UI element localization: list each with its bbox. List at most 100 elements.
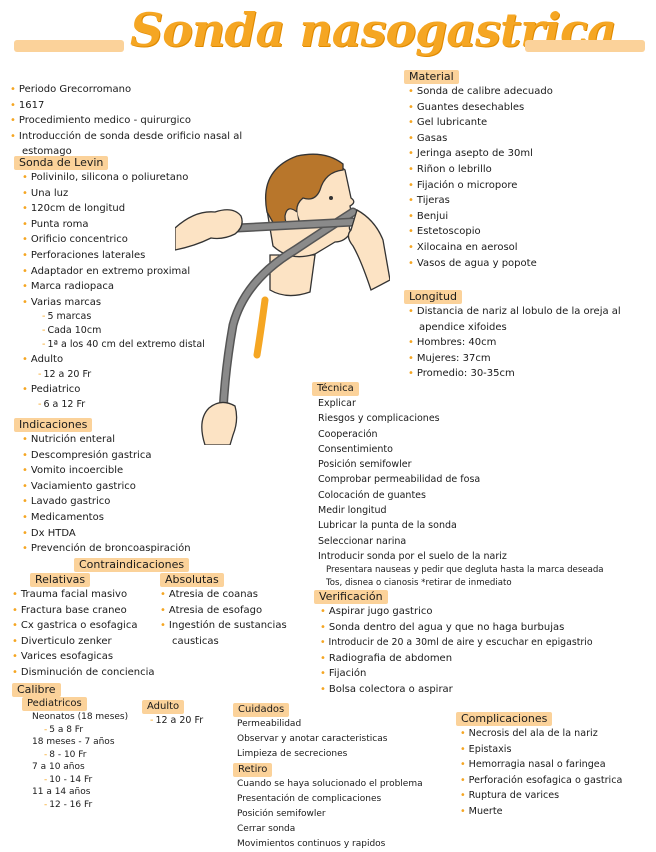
calibre-group-value: 12 - 16 Fr [32,799,128,812]
verificacion-item: Aspirar jugo gastrico [320,604,593,620]
cuidados-item: Observar y anotar caracteristicas [237,734,388,744]
relativas-heading: Relativas [30,573,91,587]
levin-adulto: Adulto [22,352,205,368]
longitud-item: Distancia de nariz al lobulo de la oreja… [408,304,651,335]
levin-section: Sonda de Levin Polivinilo, silicona o po… [14,156,205,412]
longitud-item: Mujeres: 37cm [408,351,649,367]
levin-item: Orificio concentrico [22,232,205,248]
longitud-heading: Longitud [404,290,462,304]
relativa-item: Trauma facial masivo [12,587,155,603]
tecnica-item: Consentimiento [318,443,393,455]
tecnica-item: Explicar [318,398,356,409]
cuidados-item: Limpieza de secreciones [237,749,348,759]
calibre-heading: Calibre [12,683,61,697]
indicacion-item: Prevención de broncoaspiración [22,541,191,557]
levin-adulto-value: 12 a 20 Fr [22,368,205,382]
calibre-group-value: 5 a 8 Fr [32,724,128,737]
complicacion-item: Perforación esofagica o gastrica [460,773,623,789]
tecnica-item: Colocación de guantes [318,489,426,501]
absolutas-heading: Absolutas [160,573,224,587]
indicacion-item: Medicamentos [22,510,191,526]
complicacion-item: Hemorragia nasal o faringea [460,757,622,773]
levin-item: 120cm de longitud [22,201,205,217]
material-item: Fijación o micropore [408,178,553,194]
verificacion-item: Introducir de 20 a 30ml de aire y escuch… [320,635,593,651]
calibre-section: Calibre Pediatricos Neonatos (18 meses) … [12,683,128,811]
pediatricos-heading: Pediatricos [22,697,87,711]
retiro-item: Cuando se haya solucionado el problema [237,779,423,789]
retiro-item: Presentación de complicaciones [237,794,382,804]
retiro-item: Movimientos continuos y rapidos [237,839,386,849]
tecnica-item: Riesgos y complicaciones [318,413,440,425]
contra-heading: Contraindicaciones [74,558,190,572]
verificacion-section: Verificación Aspirar jugo gastrico Sonda… [314,590,593,698]
material-item: Gel lubricante [408,115,553,131]
material-heading: Material [404,70,459,84]
title-bar-left [14,40,124,52]
absoluta-item: Atresia de esofago [160,603,310,619]
calibre-adulto-heading: Adulto [142,700,185,714]
calibre-adulto-section: Adulto 12 a 20 Fr [142,700,203,728]
esophagus-shape [253,296,269,359]
material-item: Jeringa asepto de 30ml [408,146,553,162]
verificacion-item: Sonda dentro del agua y que no haga burb… [320,620,593,636]
absolutas-section: Absolutas Atresia de coanas Atresia de e… [160,573,310,649]
intro-item: 1617 [10,98,255,114]
absoluta-item: Atresia de coanas [160,587,310,603]
levin-heading: Sonda de Levin [14,156,109,170]
complicacion-item: Ruptura de varices [460,788,622,804]
levin-item: Varias marcas [22,295,205,311]
tecnica-item: Cooperación [318,428,378,440]
tecnica-item: Medir longitud [318,505,387,517]
material-item: Tijeras [408,193,553,209]
verificacion-item: Radiografia de abdomen [320,651,593,667]
indicacion-item: Lavado gastrico [22,494,191,510]
levin-item: Una luz [22,186,205,202]
material-item: Benjui [408,209,553,225]
indicacion-item: Vomito incoercible [22,463,191,479]
marcas-item: Cada 10cm [42,324,205,338]
indicacion-item: Descompresión gastrica [22,448,191,464]
absoluta-item: Ingestión de sustancias causticas [160,618,312,649]
retiro-heading: Retiro [233,763,273,777]
longitud-item: Hombres: 40cm [408,335,649,351]
relativas-section: Relativas Trauma facial masivo Fractura … [12,573,155,681]
relativa-item: Disminución de conciencia [12,665,155,681]
intro-item: Periodo Grecorromano [10,82,255,98]
calibre-group-label: Neonatos (18 meses) [32,712,129,722]
tecnica-item: Introducir sonda por el suelo de la nari… [318,550,507,562]
measure-tube [234,219,356,231]
material-item: Estetoscopio [408,224,553,240]
complicacion-item: Necrosis del ala de la nariz [460,726,622,742]
tecnica-heading: Técnica [312,382,359,396]
indicaciones-section: Indicaciones Nutrición enteral Descompre… [14,418,191,557]
relativa-item: Fractura base craneo [12,603,155,619]
indicaciones-heading: Indicaciones [14,418,93,432]
intro-item: Procedimiento medico - quirurgico [10,113,255,129]
relativa-item: Cx gastrica o esofagica [12,618,155,634]
intro-item: Introducción de sonda desde orificio nas… [10,129,247,160]
intro-section: Periodo Grecorromano 1617 Procedimiento … [10,82,255,160]
material-item: Riñon o lebrillo [408,162,553,178]
material-item: Sonda de calibre adecuado [408,84,553,100]
indicacion-item: Vaciamiento gastrico [22,479,191,495]
material-item: Vasos de agua y popote [408,256,553,272]
tecnica-subitem: Presentara nauseas y pedir que degluta h… [326,565,604,576]
material-item: Xilocaina en aerosol [408,240,553,256]
longitud-item: Promedio: 30-35cm [408,366,649,382]
tecnica-item: Seleccionar narina [318,535,407,547]
tecnica-section: Técnica Explicar Riesgos y complicacione… [312,382,604,590]
levin-pediatrico-value: 6 a 12 Fr [22,398,205,412]
tecnica-item: Comprobar permeabilidad de fosa [318,474,481,486]
retiro-item: Cerrar sonda [237,824,296,834]
verificacion-heading: Verificación [314,590,388,604]
cuidados-section: Cuidados Permeabilidad Observar y anotar… [233,703,423,852]
contra-section: Contraindicaciones [74,558,190,572]
indicacion-item: Dx HTDA [22,526,191,542]
tube-shape [220,209,356,415]
nasogastric-illustration [175,153,390,445]
calibre-group-label: 11 a 14 años [32,787,91,797]
neck-shape [269,254,316,297]
calibre-group-value: 8 - 10 Fr [32,749,128,762]
material-item: Guantes desechables [408,100,553,116]
